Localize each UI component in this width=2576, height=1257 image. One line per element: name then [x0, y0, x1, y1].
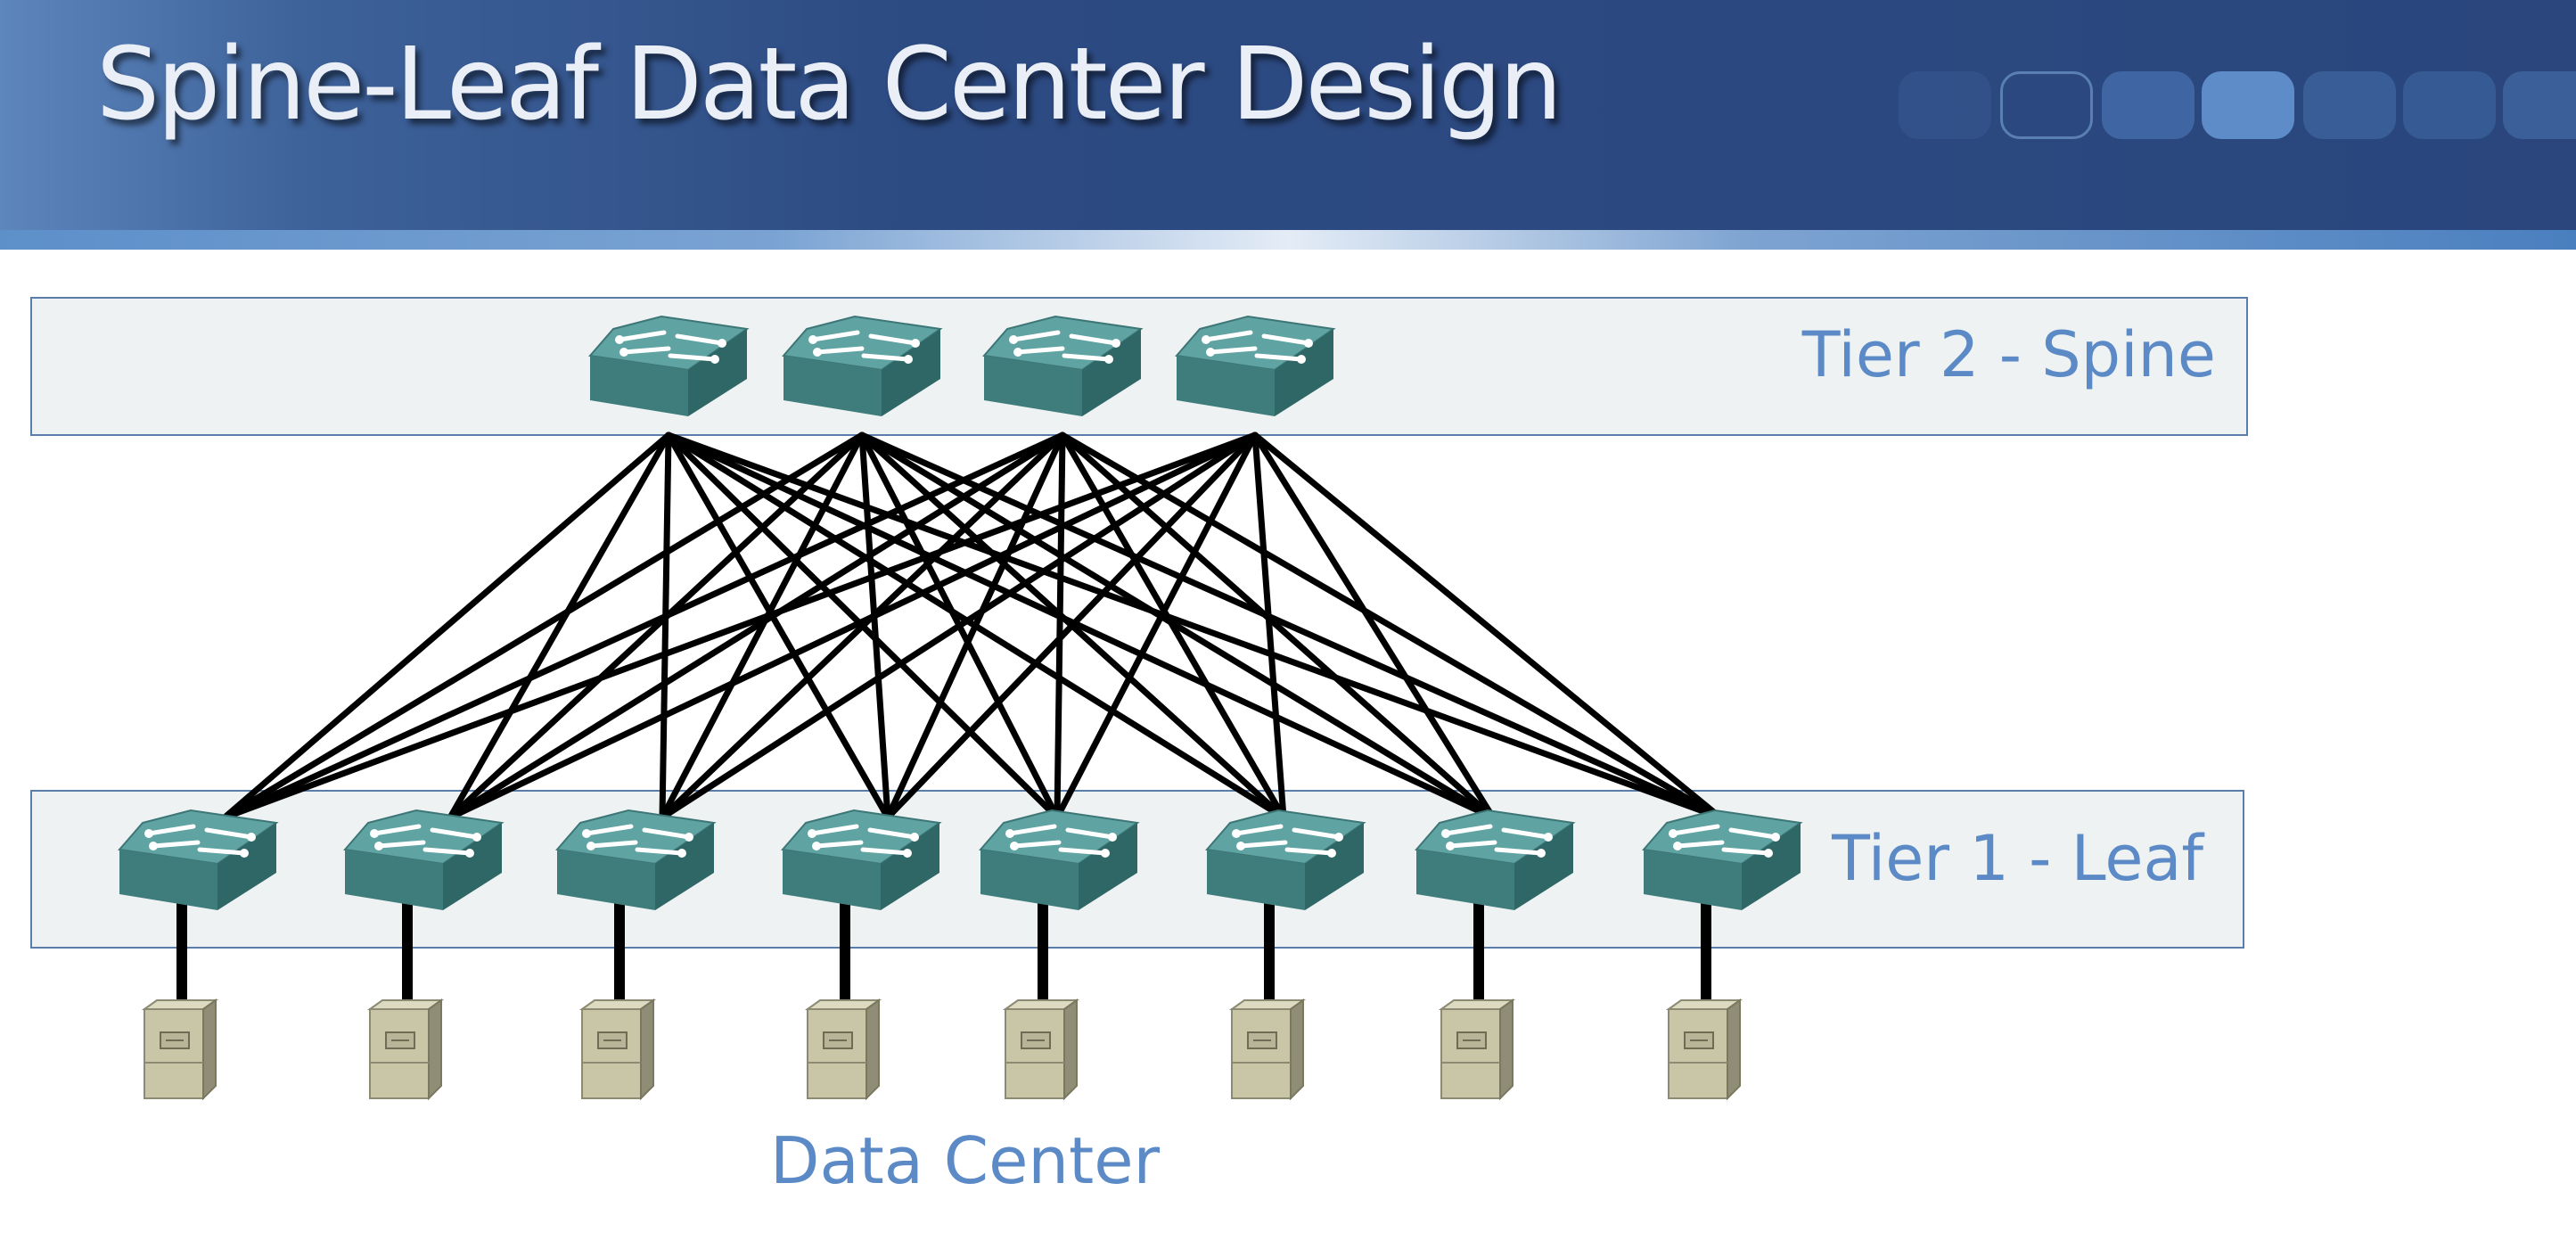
- spine-3-to-leaf-6-link: [1059, 431, 1287, 821]
- spine-2-to-leaf-2-link: [447, 431, 866, 821]
- spine-4-to-leaf-1-link: [221, 431, 1259, 821]
- leaf-switch-3: [555, 809, 717, 910]
- spine-4-to-leaf-3-link: [659, 431, 1259, 821]
- leaf-tier-label: Tier 1 - Leaf: [1832, 822, 2203, 895]
- spine-3-to-leaf-2-link: [447, 431, 1066, 821]
- spine-3-to-leaf-4-link: [884, 431, 1066, 821]
- fabric-links: [221, 431, 1724, 821]
- header-accent-rule: [0, 230, 2576, 250]
- server-6: [1228, 998, 1307, 1101]
- slide-header: Spine-Leaf Data Center Design: [0, 0, 2576, 230]
- spine-4-to-leaf-7-link: [1251, 431, 1497, 821]
- servers: [141, 998, 1743, 1101]
- slide-title: Spine-Leaf Data Center Design: [96, 27, 1563, 143]
- header-decoration-tile: [2503, 71, 2576, 139]
- leaf-switch-1: [118, 809, 279, 910]
- spine-3-to-leaf-5-link: [1054, 431, 1066, 821]
- header-decoration-tile: [2202, 71, 2294, 139]
- data-center-label: Data Center: [770, 1123, 1161, 1198]
- leaf-switch-5: [979, 809, 1140, 910]
- header-decoration-tile: [2102, 71, 2195, 139]
- spine-2-to-leaf-7-link: [858, 431, 1497, 821]
- server-8: [1665, 998, 1743, 1101]
- leaf-switch-8: [1642, 809, 1803, 910]
- spine-switch-1: [588, 315, 750, 416]
- header-decoration-tile: [2403, 71, 2496, 139]
- spine-3-to-leaf-3-link: [659, 431, 1066, 821]
- server-4: [804, 998, 882, 1101]
- header-decoration-tile: [1899, 71, 1991, 139]
- spine-3-to-leaf-1-link: [221, 431, 1066, 821]
- spine-switch-2: [782, 315, 943, 416]
- spine-1-to-leaf-3-link: [659, 431, 672, 821]
- switches: [118, 315, 1803, 910]
- leaf-switch-6: [1205, 809, 1366, 910]
- server-3: [578, 998, 657, 1101]
- server-1: [141, 998, 219, 1101]
- spine-2-to-leaf-1-link: [221, 431, 866, 821]
- spine-4-to-leaf-8-link: [1251, 431, 1724, 821]
- spine-switch-4: [1175, 315, 1336, 416]
- spine-3-to-leaf-7-link: [1059, 431, 1497, 821]
- server-uplinks: [176, 900, 1711, 1002]
- spine-2-to-leaf-4-link: [858, 431, 891, 821]
- spine-1-to-leaf-7-link: [665, 431, 1497, 821]
- leaf-switch-4: [781, 809, 942, 910]
- spine-4-to-leaf-6-link: [1251, 431, 1287, 821]
- spine-3-to-leaf-8-link: [1059, 431, 1724, 821]
- header-decoration-tile: [2000, 71, 2093, 139]
- spine-4-to-leaf-5-link: [1054, 431, 1259, 821]
- spine-1-to-leaf-1-link: [221, 431, 672, 821]
- leaf-switch-7: [1415, 809, 1576, 910]
- spine-4-to-leaf-2-link: [447, 431, 1259, 821]
- spine-1-to-leaf-2-link: [447, 431, 672, 821]
- leaf-switch-2: [343, 809, 505, 910]
- header-decoration-tile: [2303, 71, 2396, 139]
- server-5: [1002, 998, 1080, 1101]
- spine-4-to-leaf-4-link: [884, 431, 1259, 821]
- server-7: [1438, 998, 1516, 1101]
- spine-1-to-leaf-8-link: [665, 431, 1724, 821]
- spine-tier-label: Tier 2 - Spine: [1801, 318, 2216, 391]
- server-2: [366, 998, 445, 1101]
- spine-2-to-leaf-8-link: [858, 431, 1724, 821]
- spine-switch-3: [982, 315, 1144, 416]
- spine-1-to-leaf-4-link: [665, 431, 891, 821]
